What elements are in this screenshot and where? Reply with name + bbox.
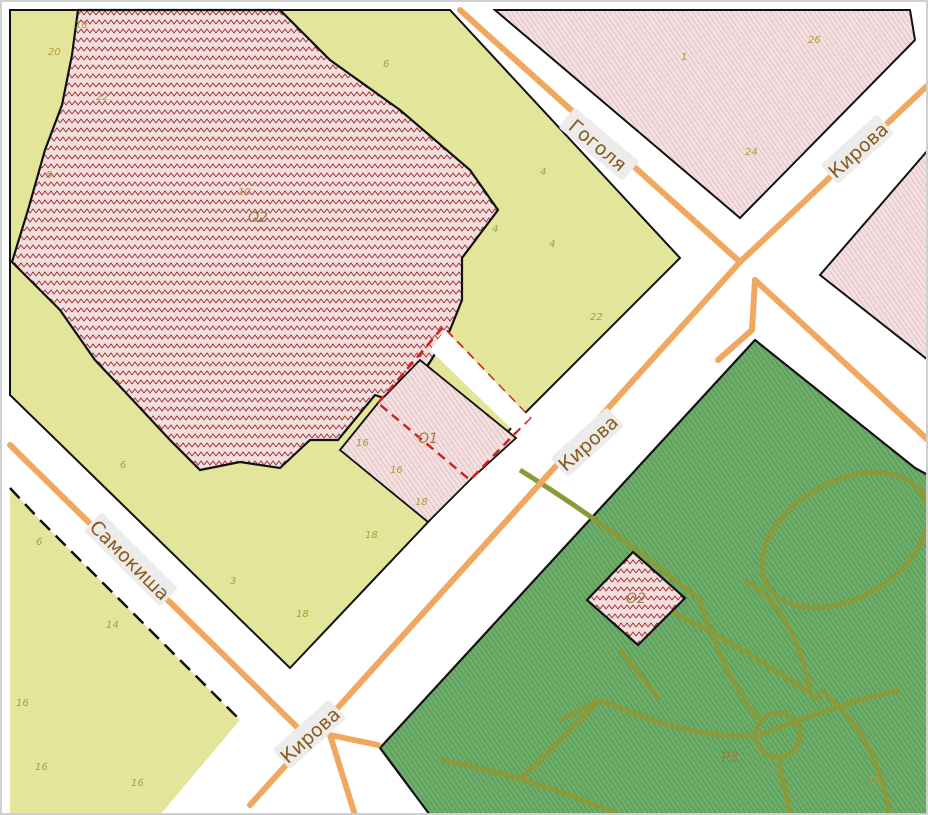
house-number: 16 xyxy=(131,778,144,789)
house-number: 18 xyxy=(365,530,378,541)
zone-code-o2-large: О2 xyxy=(248,210,268,226)
house-number: 10 xyxy=(238,187,251,198)
zone-public-top[interactable] xyxy=(492,9,917,220)
house-number: 16 xyxy=(356,438,369,449)
house-number: 6 xyxy=(36,537,42,548)
house-number: 3 xyxy=(230,576,236,587)
residential-block-lower[interactable] xyxy=(10,488,240,815)
house-number: 16 xyxy=(35,762,48,773)
house-number: 6 xyxy=(120,460,126,471)
house-number: 15 xyxy=(868,775,881,786)
house-number: 26 xyxy=(808,35,821,46)
house-number: 16 xyxy=(16,698,29,709)
house-number: 18 xyxy=(75,20,88,31)
house-number: 24 xyxy=(745,147,758,158)
house-number: 4 xyxy=(549,239,555,250)
zone-public-right[interactable] xyxy=(818,148,928,362)
house-number: 18 xyxy=(296,609,309,620)
house-number: 6 xyxy=(383,59,389,70)
house-number: 14 xyxy=(106,620,119,631)
zone-code-r3: Р3 xyxy=(721,750,738,766)
house-number: 1 xyxy=(681,52,687,63)
zone-o2-large[interactable] xyxy=(10,8,500,472)
house-number: 16 xyxy=(390,465,403,476)
zone-code-o1: О1 xyxy=(418,431,438,447)
house-number: 20 xyxy=(48,47,61,58)
house-number: 22 xyxy=(96,92,109,103)
house-number: 5 xyxy=(46,170,52,181)
zone-o2-small[interactable] xyxy=(585,550,687,647)
house-numbers: 18 20 6 22 5 4 4 4 22 1 26 24 10 16 16 1… xyxy=(16,20,881,789)
house-number: 18 xyxy=(415,497,428,508)
house-number: 22 xyxy=(590,312,603,323)
zone-code-o2-small: О2 xyxy=(626,591,646,607)
house-number: 4 xyxy=(492,224,498,235)
house-number: 4 xyxy=(540,167,546,178)
